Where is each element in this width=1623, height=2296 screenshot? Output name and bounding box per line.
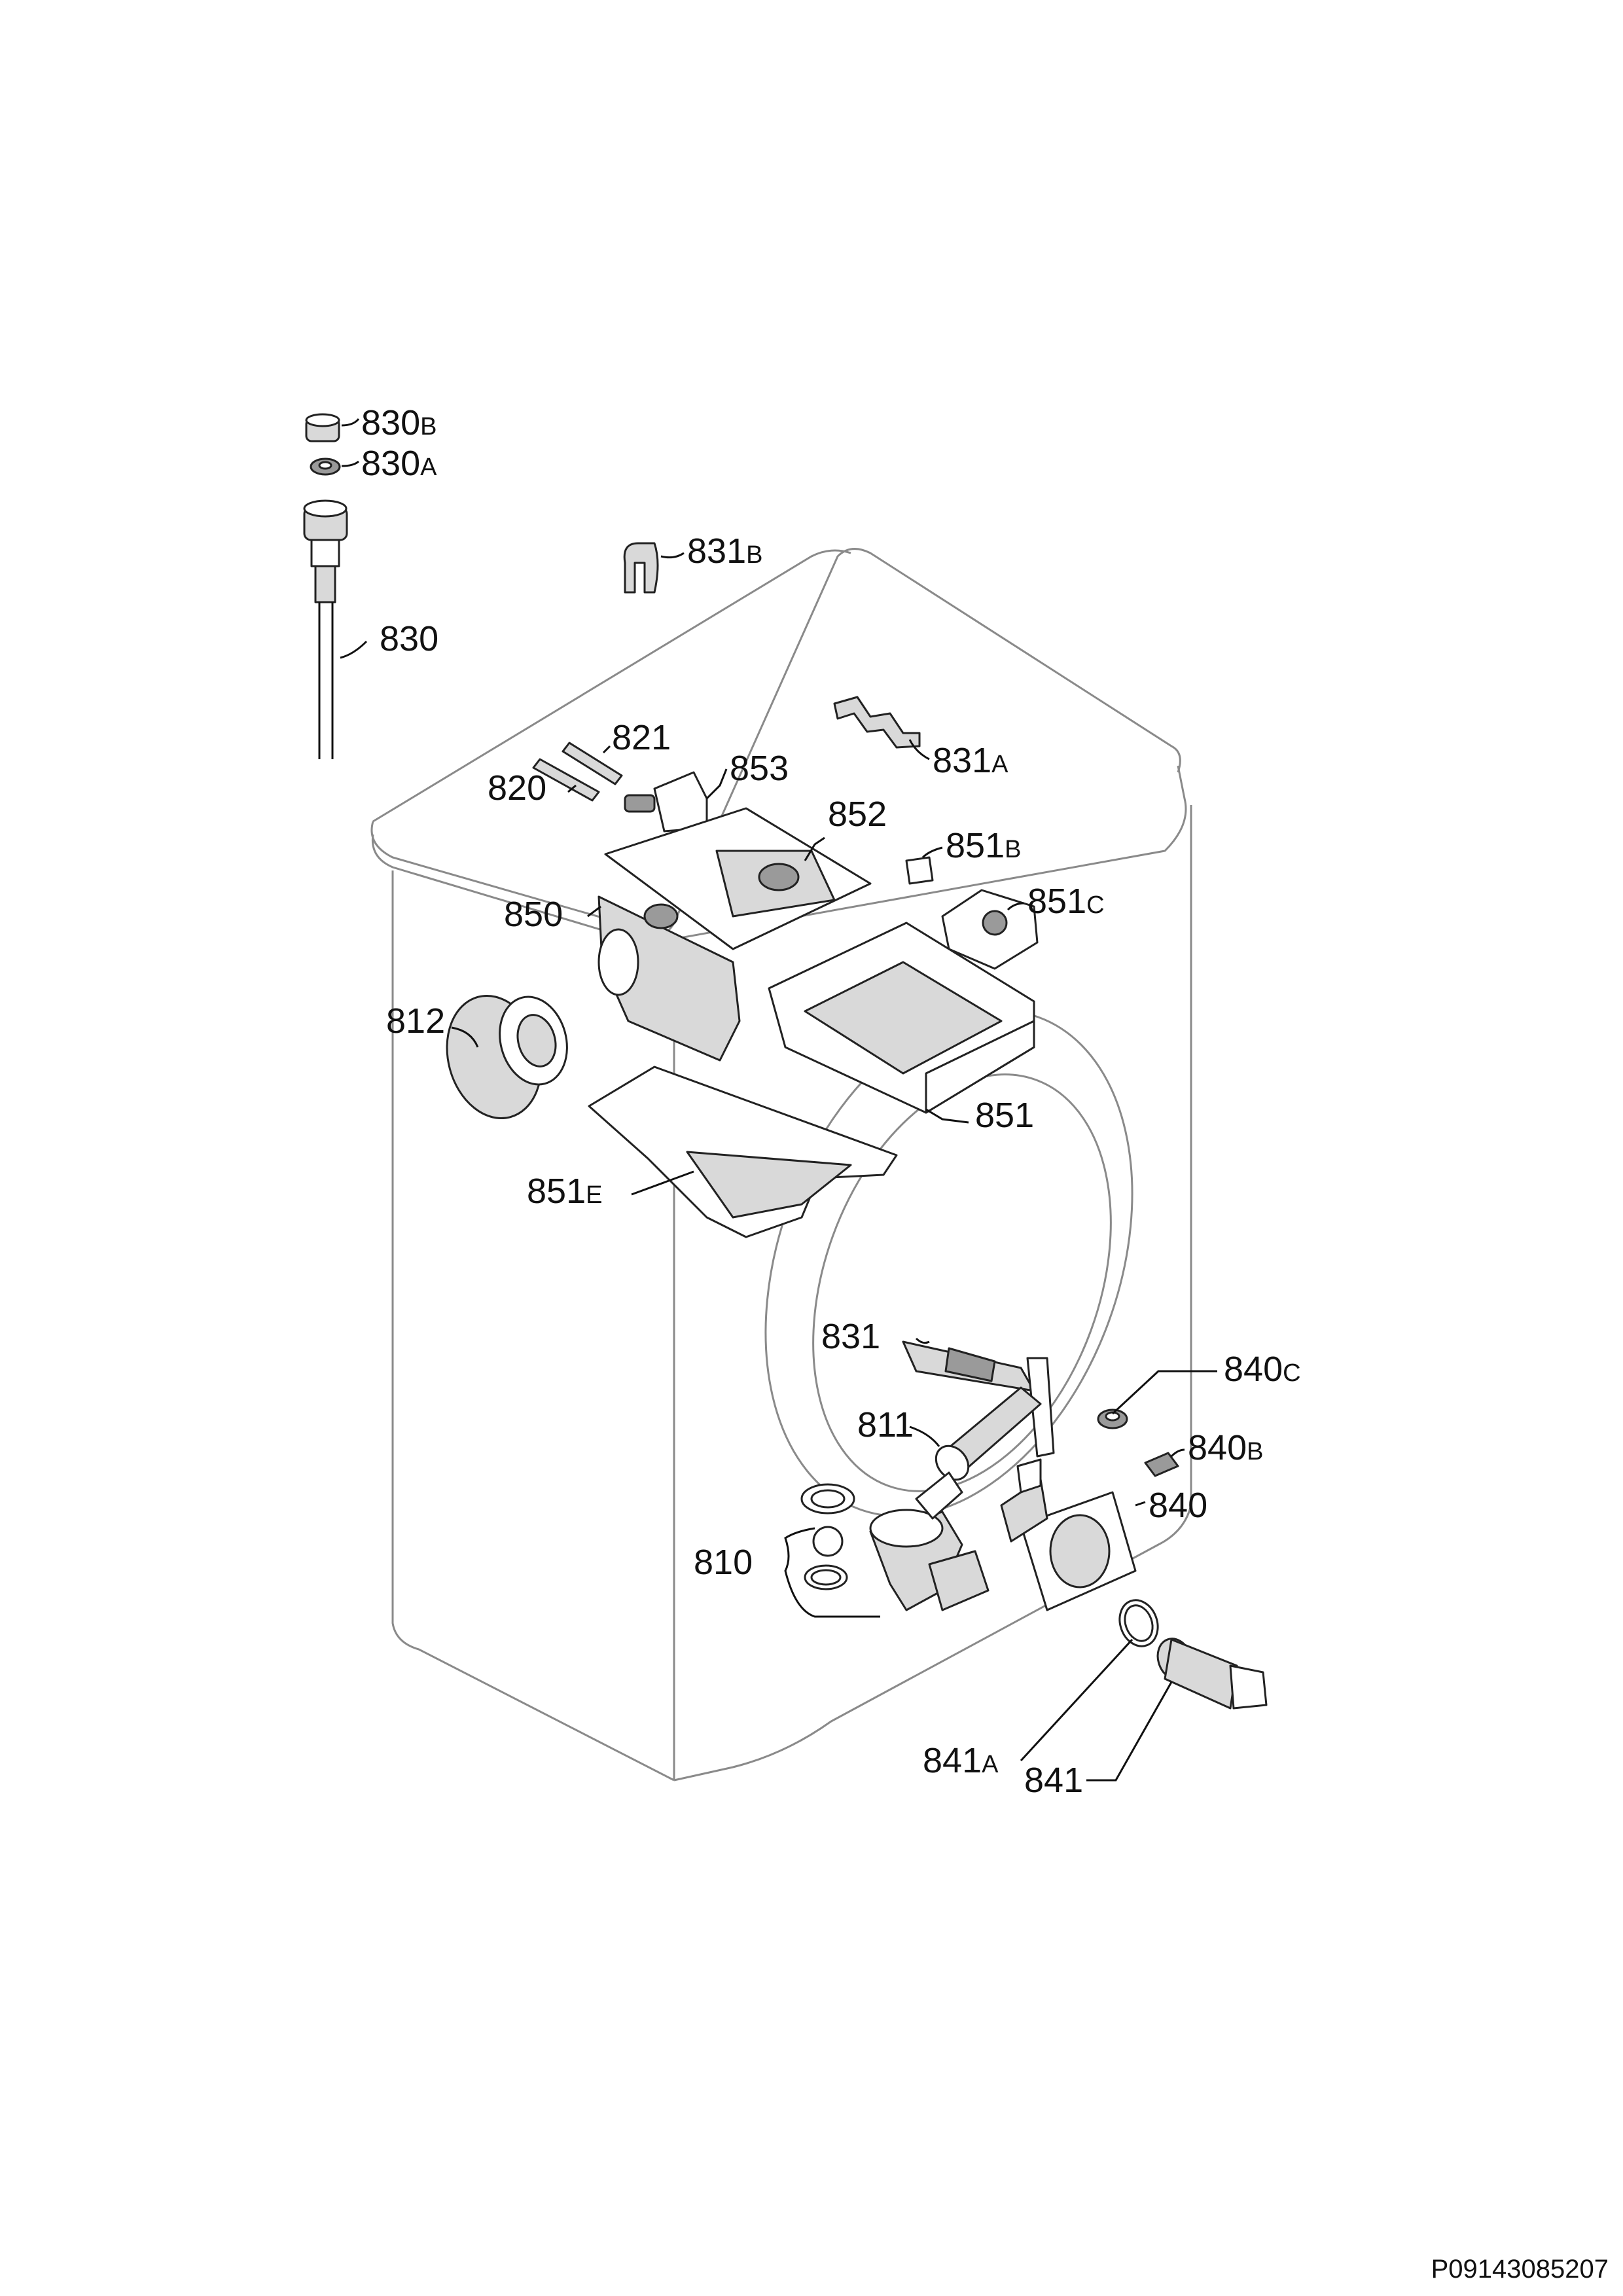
part-852-dispenser-cover [604,807,872,950]
part-840b-clip [1144,1452,1179,1477]
part-851b-clip [905,856,934,885]
part-831b-hose-clip [623,542,659,594]
label-811: 811 [857,1405,914,1444]
label-840b: 840B [1188,1428,1263,1467]
part-820-tube [532,758,600,802]
label-810: 810 [694,1543,753,1582]
drawing-code: P09143085207 [1431,2255,1609,2284]
label-820: 820 [488,768,546,808]
label-830a: 830A [361,444,437,483]
part-853-valve-fitting [624,771,708,833]
part-831a-clip-strip [833,696,921,749]
label-841a: 841A [923,1741,999,1780]
part-840-pump [1000,1458,1137,1611]
label-851e: 851E [527,1172,602,1211]
part-851e-inlet-duct [588,1066,898,1238]
part-841-pump-filter [1156,1638,1268,1710]
part-810-sump-group [800,1471,990,1611]
label-830: 830 [380,619,438,658]
label-851c: 851C [1027,882,1105,921]
label-821: 821 [612,718,671,757]
part-851c-lid [941,889,1039,970]
part-850-dispenser-housing [597,895,741,1062]
label-851b: 851B [946,826,1021,865]
part-851-detergent-drawer [768,922,1035,1114]
part-830a-washer [310,457,341,476]
part-labels: 830B 830A 830 831B 821 820 853 831A 852 … [361,403,1301,1800]
part-831-drain-hose [902,1340,1055,1458]
part-812-bellow [446,994,568,1120]
part-811-hose [935,1386,1042,1481]
part-830b-nut [305,413,340,442]
label-851: 851 [975,1096,1034,1135]
label-852: 852 [828,795,887,834]
label-830b: 830B [361,403,437,442]
label-840c: 840C [1224,1350,1301,1389]
label-841: 841 [1024,1761,1083,1800]
label-831b: 831B [687,531,762,571]
part-821-tube [562,742,623,785]
label-853: 853 [730,749,789,788]
label-840: 840 [1149,1486,1207,1525]
part-840c-grommet [1097,1408,1128,1429]
label-812: 812 [386,1001,445,1041]
part-841a-seal-ring [1118,1599,1159,1647]
label-850: 850 [504,895,563,934]
label-831a: 831A [933,741,1008,780]
leader-lines [340,418,1217,1782]
part-830-inlet-hose [303,499,348,759]
label-831: 831 [821,1317,880,1356]
